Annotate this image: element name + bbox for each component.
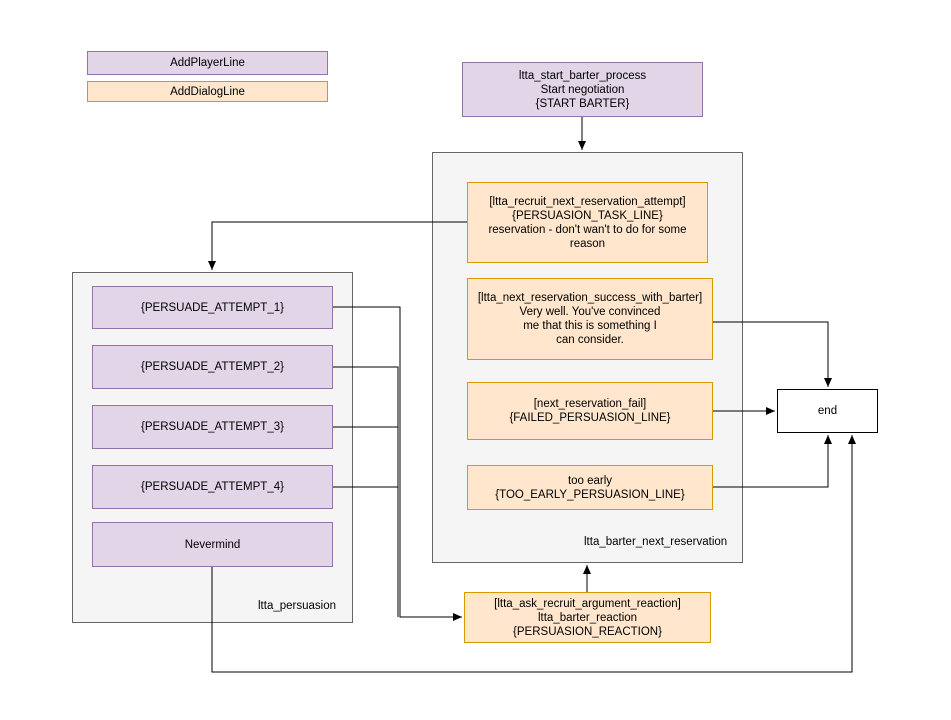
node-too-early-line-2: {TOO_EARLY_PERSUASION_LINE} [495, 488, 685, 501]
node-reservation-fail-line-2: {FAILED_PERSUASION_LINE} [509, 412, 671, 424]
node-recruit-attempt-line-2: {PERSUASION_TASK_LINE} [512, 209, 663, 222]
node-recruit-attempt-line-3: reservation - don't wan't to do for some [488, 223, 687, 236]
node-reaction-line-2: ltta_barter_reaction [537, 611, 638, 624]
node-recruit-attempt-line-4: reason [569, 237, 606, 250]
legend-dialog-line: AddDialogLine [87, 81, 328, 102]
container-persuasion-label: ltta_persuasion [258, 600, 336, 612]
node-persuade-attempt-4-label: {PERSUADE_ATTEMPT_4} [141, 481, 284, 493]
legend-dialog-line-label: AddDialogLine [170, 85, 245, 98]
node-success-barter-line-3: me that this is something I [523, 320, 657, 332]
node-nevermind: Nevermind [92, 522, 333, 567]
node-reservation-fail: [next_reservation_fail] {FAILED_PERSUASI… [467, 382, 713, 440]
node-too-early-line-1: too early [567, 474, 613, 487]
edge-recruit-to-persuasion [208, 221, 467, 270]
node-persuade-attempt-1: {PERSUADE_ATTEMPT_1} [92, 286, 333, 329]
node-end-label: end [817, 405, 838, 417]
node-persuade-attempt-3: {PERSUADE_ATTEMPT_3} [92, 405, 333, 449]
node-persuade-attempt-3-label: {PERSUADE_ATTEMPT_3} [141, 421, 284, 433]
node-start-barter-line-2: Start negotiation [540, 83, 625, 96]
node-reaction-line-1: [ltta_ask_recruit_argument_reaction] [494, 597, 681, 610]
legend-player-line: AddPlayerLine [87, 51, 328, 75]
node-reaction: [ltta_ask_recruit_argument_reaction] ltt… [464, 592, 711, 643]
legend-player-line-label: AddPlayerLine [170, 57, 245, 69]
node-success-barter: [ltta_next_reservation_success_with_bart… [467, 278, 713, 360]
node-start-barter-line-1: ltta_start_barter_process [518, 69, 647, 82]
node-recruit-attempt-line-1: [ltta_recruit_next_reservation_attempt] [489, 195, 686, 208]
node-reaction-line-3: {PERSUASION_REACTION} [513, 625, 662, 638]
node-start-barter: ltta_start_barter_process Start negotiat… [462, 62, 703, 117]
node-persuade-attempt-2: {PERSUADE_ATTEMPT_2} [92, 345, 333, 389]
node-success-barter-line-4: can consider. [556, 334, 624, 346]
node-end: end [777, 389, 878, 433]
node-persuade-attempt-4: {PERSUADE_ATTEMPT_4} [92, 465, 333, 509]
node-persuade-attempt-2-label: {PERSUADE_ATTEMPT_2} [141, 361, 284, 373]
node-too-early: too early {TOO_EARLY_PERSUASION_LINE} [467, 465, 713, 510]
node-reservation-fail-line-1: [next_reservation_fail] [533, 398, 647, 410]
node-recruit-attempt: [ltta_recruit_next_reservation_attempt] … [467, 182, 708, 263]
node-nevermind-label: Nevermind [184, 538, 241, 551]
node-start-barter-line-3: {START BARTER} [535, 97, 630, 110]
node-success-barter-line-2: Very well. You've convinced [519, 306, 661, 318]
node-success-barter-line-1: [ltta_next_reservation_success_with_bart… [477, 292, 703, 304]
container-barter-next-reservation-label: ltta_barter_next_reservation [584, 536, 728, 548]
node-persuade-attempt-1-label: {PERSUADE_ATTEMPT_1} [141, 301, 284, 314]
